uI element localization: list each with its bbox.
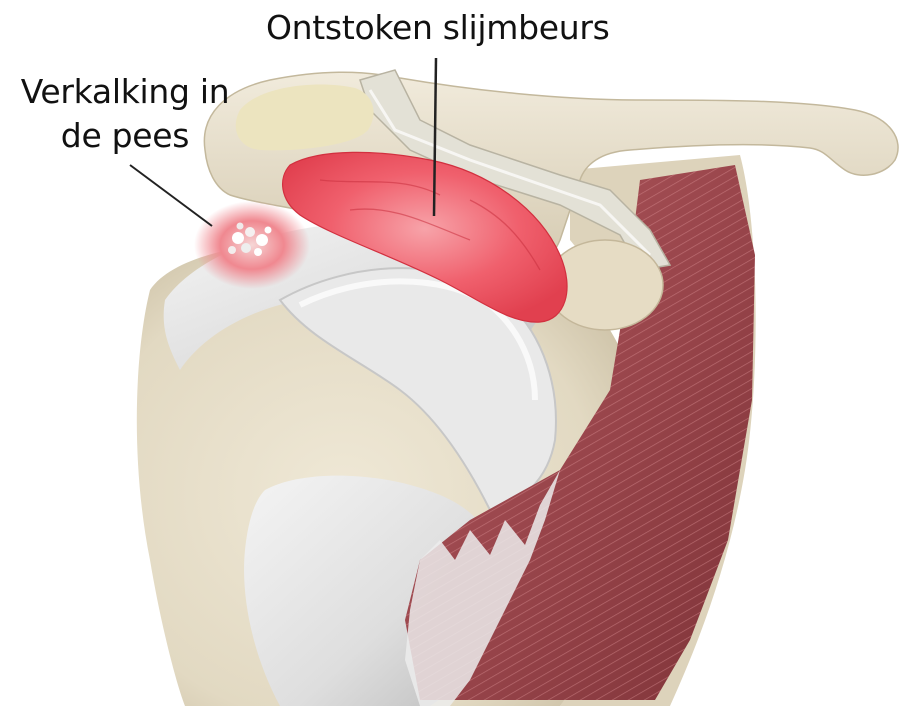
ligament — [359, 69, 672, 271]
calcification-leader-line — [129, 164, 213, 227]
inflamed-bursa — [282, 151, 568, 323]
calcification-label: Verkalking in de pees — [20, 70, 230, 158]
calcification-deposit — [228, 222, 272, 256]
clavicle-cartilage — [235, 84, 374, 151]
calcification-label-line2: de pees — [60, 116, 190, 155]
calcification-halo — [194, 201, 310, 289]
bursa-leader-line — [432, 57, 438, 217]
inflamed-bursa-label: Ontstoken slijmbeurs — [266, 8, 610, 47]
calcification-label-line1: Verkalking in — [20, 72, 230, 111]
